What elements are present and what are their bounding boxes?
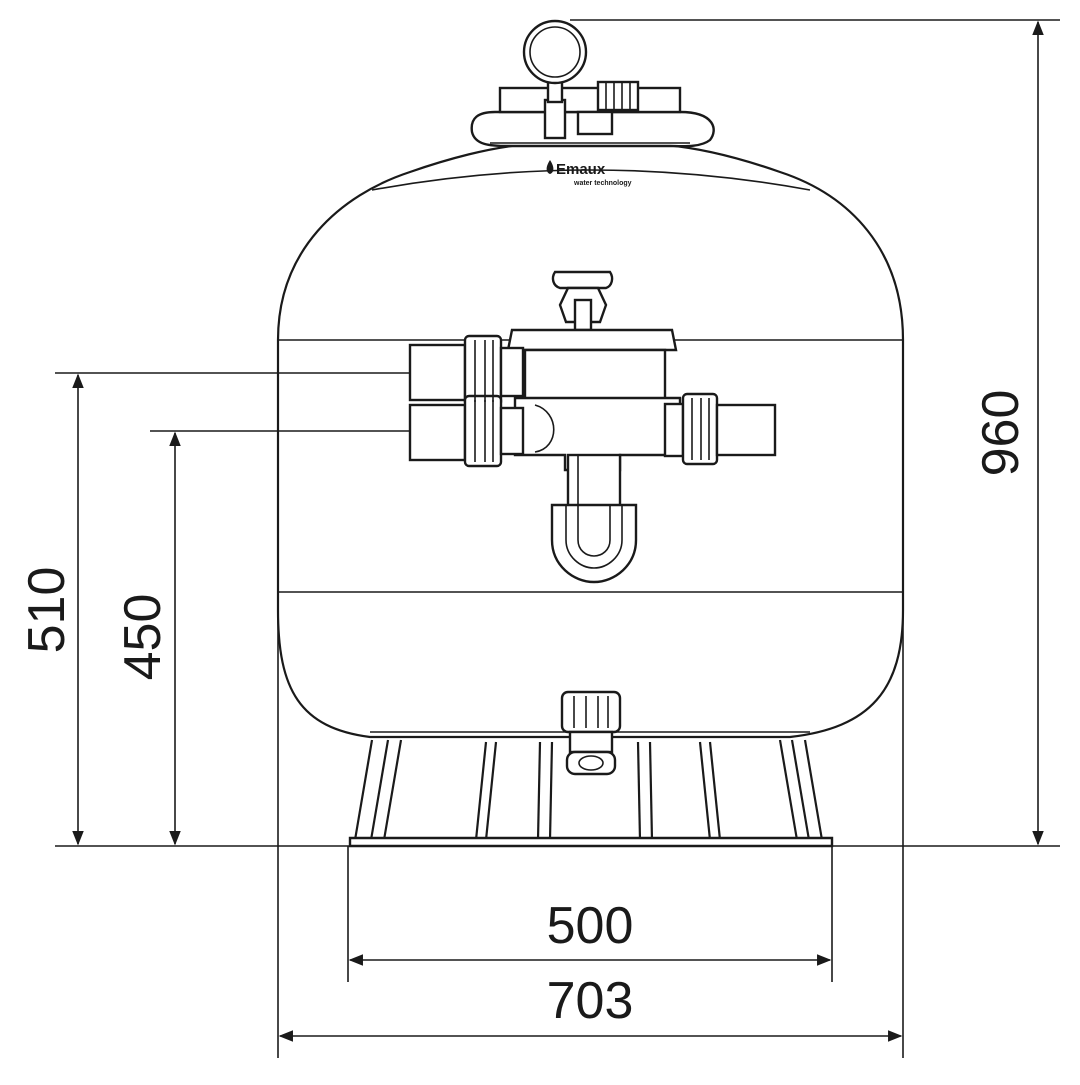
water-drop-icon bbox=[546, 160, 554, 174]
u-bend-pipe bbox=[550, 503, 638, 584]
dim-960-label: 960 bbox=[972, 390, 1030, 477]
brand-name: Emaux bbox=[556, 161, 606, 178]
air-release-valve bbox=[596, 80, 640, 112]
tank-lid bbox=[470, 80, 715, 148]
lid-clamp-left bbox=[543, 98, 567, 140]
pressure-gauge bbox=[522, 19, 588, 104]
port-union-right bbox=[663, 392, 777, 466]
valve-handle bbox=[551, 270, 614, 290]
multiport-valve bbox=[506, 270, 682, 512]
drain-valve bbox=[560, 690, 622, 776]
dimension-lines bbox=[55, 19, 1060, 1058]
brand-logo: Emaux water technology bbox=[546, 160, 632, 187]
dim-450-label: 450 bbox=[114, 594, 172, 681]
port-unions-left bbox=[408, 334, 525, 468]
dim-703-label: 703 bbox=[547, 972, 634, 1030]
brand-tagline: water technology bbox=[573, 180, 632, 187]
dim-500-label: 500 bbox=[547, 897, 634, 955]
dim-510-label: 510 bbox=[18, 567, 76, 654]
top-seam bbox=[371, 169, 811, 191]
